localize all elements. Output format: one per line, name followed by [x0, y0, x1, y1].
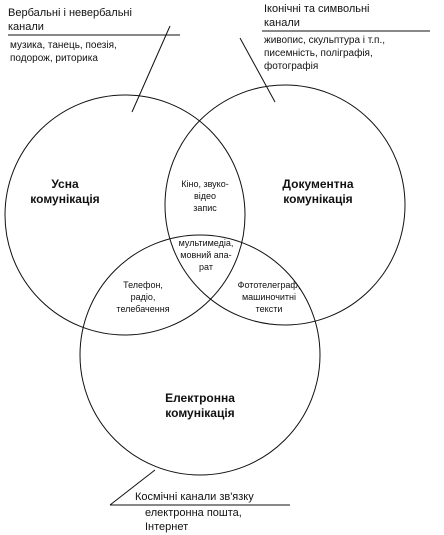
oral-label-line-1: Усна [51, 177, 79, 191]
bottom-note: Космічні канали зв'язку електронна пошта… [109, 469, 290, 533]
top-left-note: Вербальні і невербальні канали музика, т… [8, 7, 180, 113]
oral-communication-label: Усна комунікація [30, 177, 99, 206]
top-right-heading-line-1: Іконічні та символьні [264, 3, 370, 15]
documentary-label-line-2: комунікація [283, 192, 352, 206]
top-right-heading-line-2: канали [264, 17, 300, 29]
oral-communication-circle [4, 94, 246, 336]
top-left-detail-line-1: музика, танець, поезія, [10, 40, 117, 51]
oral-label-line-2: комунікація [30, 192, 99, 206]
top-right-note: Іконічні та символьні канали живопис, ск… [239, 3, 430, 103]
documentary-electronic-line-1: Фототелеграф, [238, 280, 301, 290]
oral-documentary-line-3: запис [193, 203, 217, 213]
documentary-electronic-overlap-label: Фототелеграф, машиночитні тексти [238, 280, 301, 314]
electronic-communication-label: Електронна комунікація [165, 391, 235, 420]
electronic-communication-circle [79, 234, 321, 476]
bottom-heading: Космічні канали зв'язку [135, 491, 254, 503]
top-left-pointer [131, 25, 171, 113]
bottom-pointer [109, 469, 156, 506]
top-left-heading-line-1: Вербальні і невербальні [8, 7, 132, 19]
oral-documentary-overlap-label: Кіно, звуко- відео запис [181, 179, 228, 213]
oral-electronic-overlap-label: Телефон, радіо, телебачення [116, 280, 169, 314]
oral-electronic-line-3: телебачення [116, 304, 169, 314]
top-right-pointer [239, 37, 276, 103]
oral-documentary-line-2: відео [194, 191, 216, 201]
bottom-detail-line-2: Інтернет [145, 521, 188, 533]
all-three-line-3: рат [199, 262, 213, 272]
oral-electronic-line-1: Телефон, [123, 280, 163, 290]
documentary-label-line-1: Документна [282, 177, 353, 191]
documentary-communication-circle [164, 84, 406, 326]
bottom-detail-line-1: електронна пошта, [145, 507, 242, 519]
documentary-electronic-line-2: машиночитні [242, 292, 296, 302]
oral-documentary-line-1: Кіно, звуко- [181, 179, 228, 189]
electronic-label-line-2: комунікація [165, 406, 234, 420]
top-right-detail-line-2: писемність, поліграфія, [264, 47, 373, 59]
oral-electronic-line-2: радіо, [131, 292, 156, 302]
all-three-overlap-label: мультимедіа, мовний апа- рат [179, 238, 234, 272]
documentary-communication-label: Документна комунікація [282, 177, 353, 206]
top-right-detail-line-3: фотографія [264, 60, 318, 72]
all-three-line-2: мовний апа- [180, 250, 231, 260]
all-three-line-1: мультимедіа, [179, 238, 234, 248]
electronic-label-line-1: Електронна [165, 391, 235, 405]
top-right-detail-line-1: живопис, скульптура і т.п., [264, 35, 385, 46]
top-left-detail-line-2: подорож, риторика [10, 53, 98, 64]
top-left-heading-line-2: канали [8, 21, 44, 33]
documentary-electronic-line-3: тексти [256, 304, 283, 314]
